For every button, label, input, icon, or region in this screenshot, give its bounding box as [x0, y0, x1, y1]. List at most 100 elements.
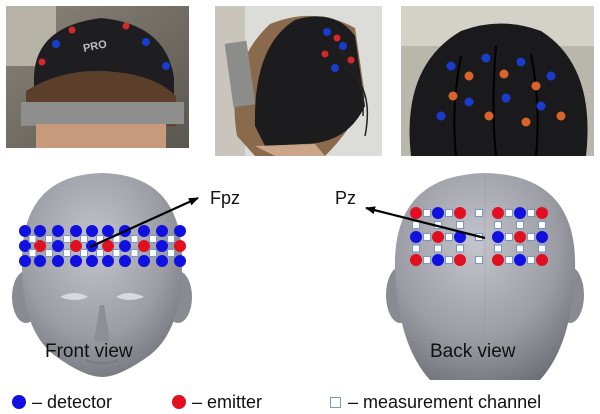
measurement-channel — [444, 232, 454, 242]
measurement-channel — [455, 244, 465, 253]
measurement-channel — [504, 255, 514, 265]
fpz-arrow — [89, 196, 199, 249]
measurement-channel — [44, 248, 54, 258]
measurement-channel — [455, 220, 465, 230]
measurement-channel — [493, 220, 503, 230]
detector — [119, 255, 131, 267]
back-optode-grid — [410, 207, 548, 266]
measurement-channel — [526, 208, 536, 218]
detector — [52, 255, 64, 267]
detector — [156, 225, 168, 237]
channel-square-icon — [330, 396, 341, 408]
detector — [454, 231, 466, 243]
detector — [52, 240, 64, 252]
emitter — [492, 207, 504, 219]
detector — [156, 255, 168, 267]
photo-back-view — [401, 6, 594, 156]
measurement-channel — [62, 248, 72, 258]
detector — [432, 254, 444, 266]
legend: – detector – emitter – measurement chann… — [0, 390, 600, 414]
back-view-caption: Back view — [430, 341, 516, 362]
measurement-channel — [112, 248, 121, 258]
detector — [70, 225, 82, 237]
legend-emitter: – emitter — [172, 390, 262, 414]
detector — [514, 254, 526, 266]
measurement-channel — [526, 255, 536, 265]
detector — [410, 231, 422, 243]
measurement-channel — [62, 234, 72, 244]
measurement-channel — [474, 255, 484, 265]
detector — [156, 240, 168, 252]
emitter — [432, 231, 444, 243]
detector — [536, 231, 548, 243]
measurement-channel — [148, 234, 158, 244]
detector — [102, 255, 114, 267]
emitter — [454, 207, 466, 219]
measurement-channel — [433, 244, 443, 253]
detector — [34, 225, 46, 237]
measurement-channel — [515, 220, 525, 230]
measurement-channel — [130, 234, 139, 244]
measurement-channel — [44, 234, 54, 244]
emitter — [492, 254, 504, 266]
fpz-label: Fpz — [210, 188, 241, 208]
svg-text:PRO: PRO — [82, 38, 108, 55]
legend-channel: – measurement channel — [330, 390, 541, 414]
measurement-channel — [130, 248, 139, 258]
measurement-channel — [166, 248, 176, 258]
emitter — [138, 240, 150, 252]
detector — [174, 255, 186, 267]
emitter — [174, 240, 186, 252]
front-optode-grid — [19, 225, 186, 267]
emitter — [34, 240, 46, 252]
measurement-channel — [79, 234, 89, 244]
detector — [102, 225, 114, 237]
detector — [86, 255, 98, 267]
measurement-channel — [166, 234, 176, 244]
measurement-channel — [537, 244, 547, 253]
detector-dot-icon — [12, 395, 26, 409]
detector — [19, 240, 31, 252]
measurement-channel — [493, 244, 503, 253]
measurement-channel — [411, 244, 421, 253]
detector — [138, 255, 150, 267]
emitter — [102, 240, 114, 252]
detector — [174, 225, 186, 237]
detector — [432, 207, 444, 219]
emitter — [536, 254, 548, 266]
measurement-channel — [28, 248, 37, 258]
measurement-channel — [444, 208, 454, 218]
emitter-dot-icon — [172, 395, 186, 409]
emitter — [514, 231, 526, 243]
emitter — [454, 254, 466, 266]
detector — [19, 255, 31, 267]
measurement-channel — [28, 234, 37, 244]
emitter — [410, 207, 422, 219]
measurement-channel — [474, 208, 484, 218]
detector — [119, 240, 131, 252]
measurement-channel — [422, 232, 432, 242]
legend-detector-label: – detector — [32, 391, 113, 412]
optode-layout-diagram — [12, 173, 584, 380]
legend-emitter-label: – emitter — [192, 391, 263, 412]
measurement-channel — [504, 208, 514, 218]
detector — [86, 225, 98, 237]
pz-label: Pz — [335, 188, 357, 208]
measurement-channel — [537, 220, 547, 230]
measurement-channel — [411, 220, 421, 230]
photo-side-view — [215, 6, 382, 156]
measurement-channel — [526, 232, 536, 242]
detector — [492, 231, 504, 243]
detector — [138, 225, 150, 237]
pz-arrow — [365, 206, 486, 240]
photo-front-view: PRO — [6, 6, 189, 148]
detector — [52, 225, 64, 237]
emitter — [536, 207, 548, 219]
measurement-channel — [95, 248, 105, 258]
detector — [70, 255, 82, 267]
measurement-channel — [515, 244, 525, 253]
detector — [514, 207, 526, 219]
measurement-channel — [422, 255, 432, 265]
measurement-channel — [422, 208, 432, 218]
legend-channel-label: – measurement channel — [348, 391, 542, 412]
